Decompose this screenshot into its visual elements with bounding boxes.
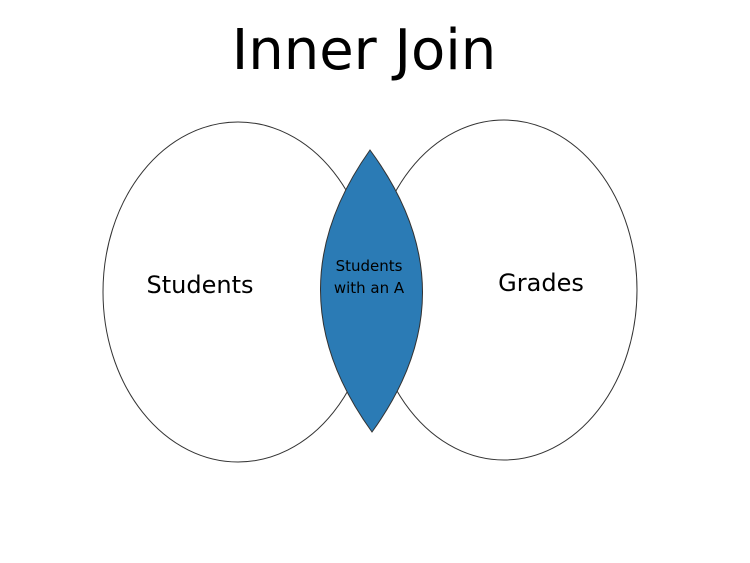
- intersection-label-line1: Students: [336, 257, 403, 275]
- diagram-title: Inner Join: [232, 18, 497, 83]
- right-set-label: Grades: [498, 269, 584, 297]
- left-set-label: Students: [147, 271, 254, 299]
- intersection-region: [320, 149, 423, 433]
- intersection-label-line2: with an A: [334, 279, 405, 297]
